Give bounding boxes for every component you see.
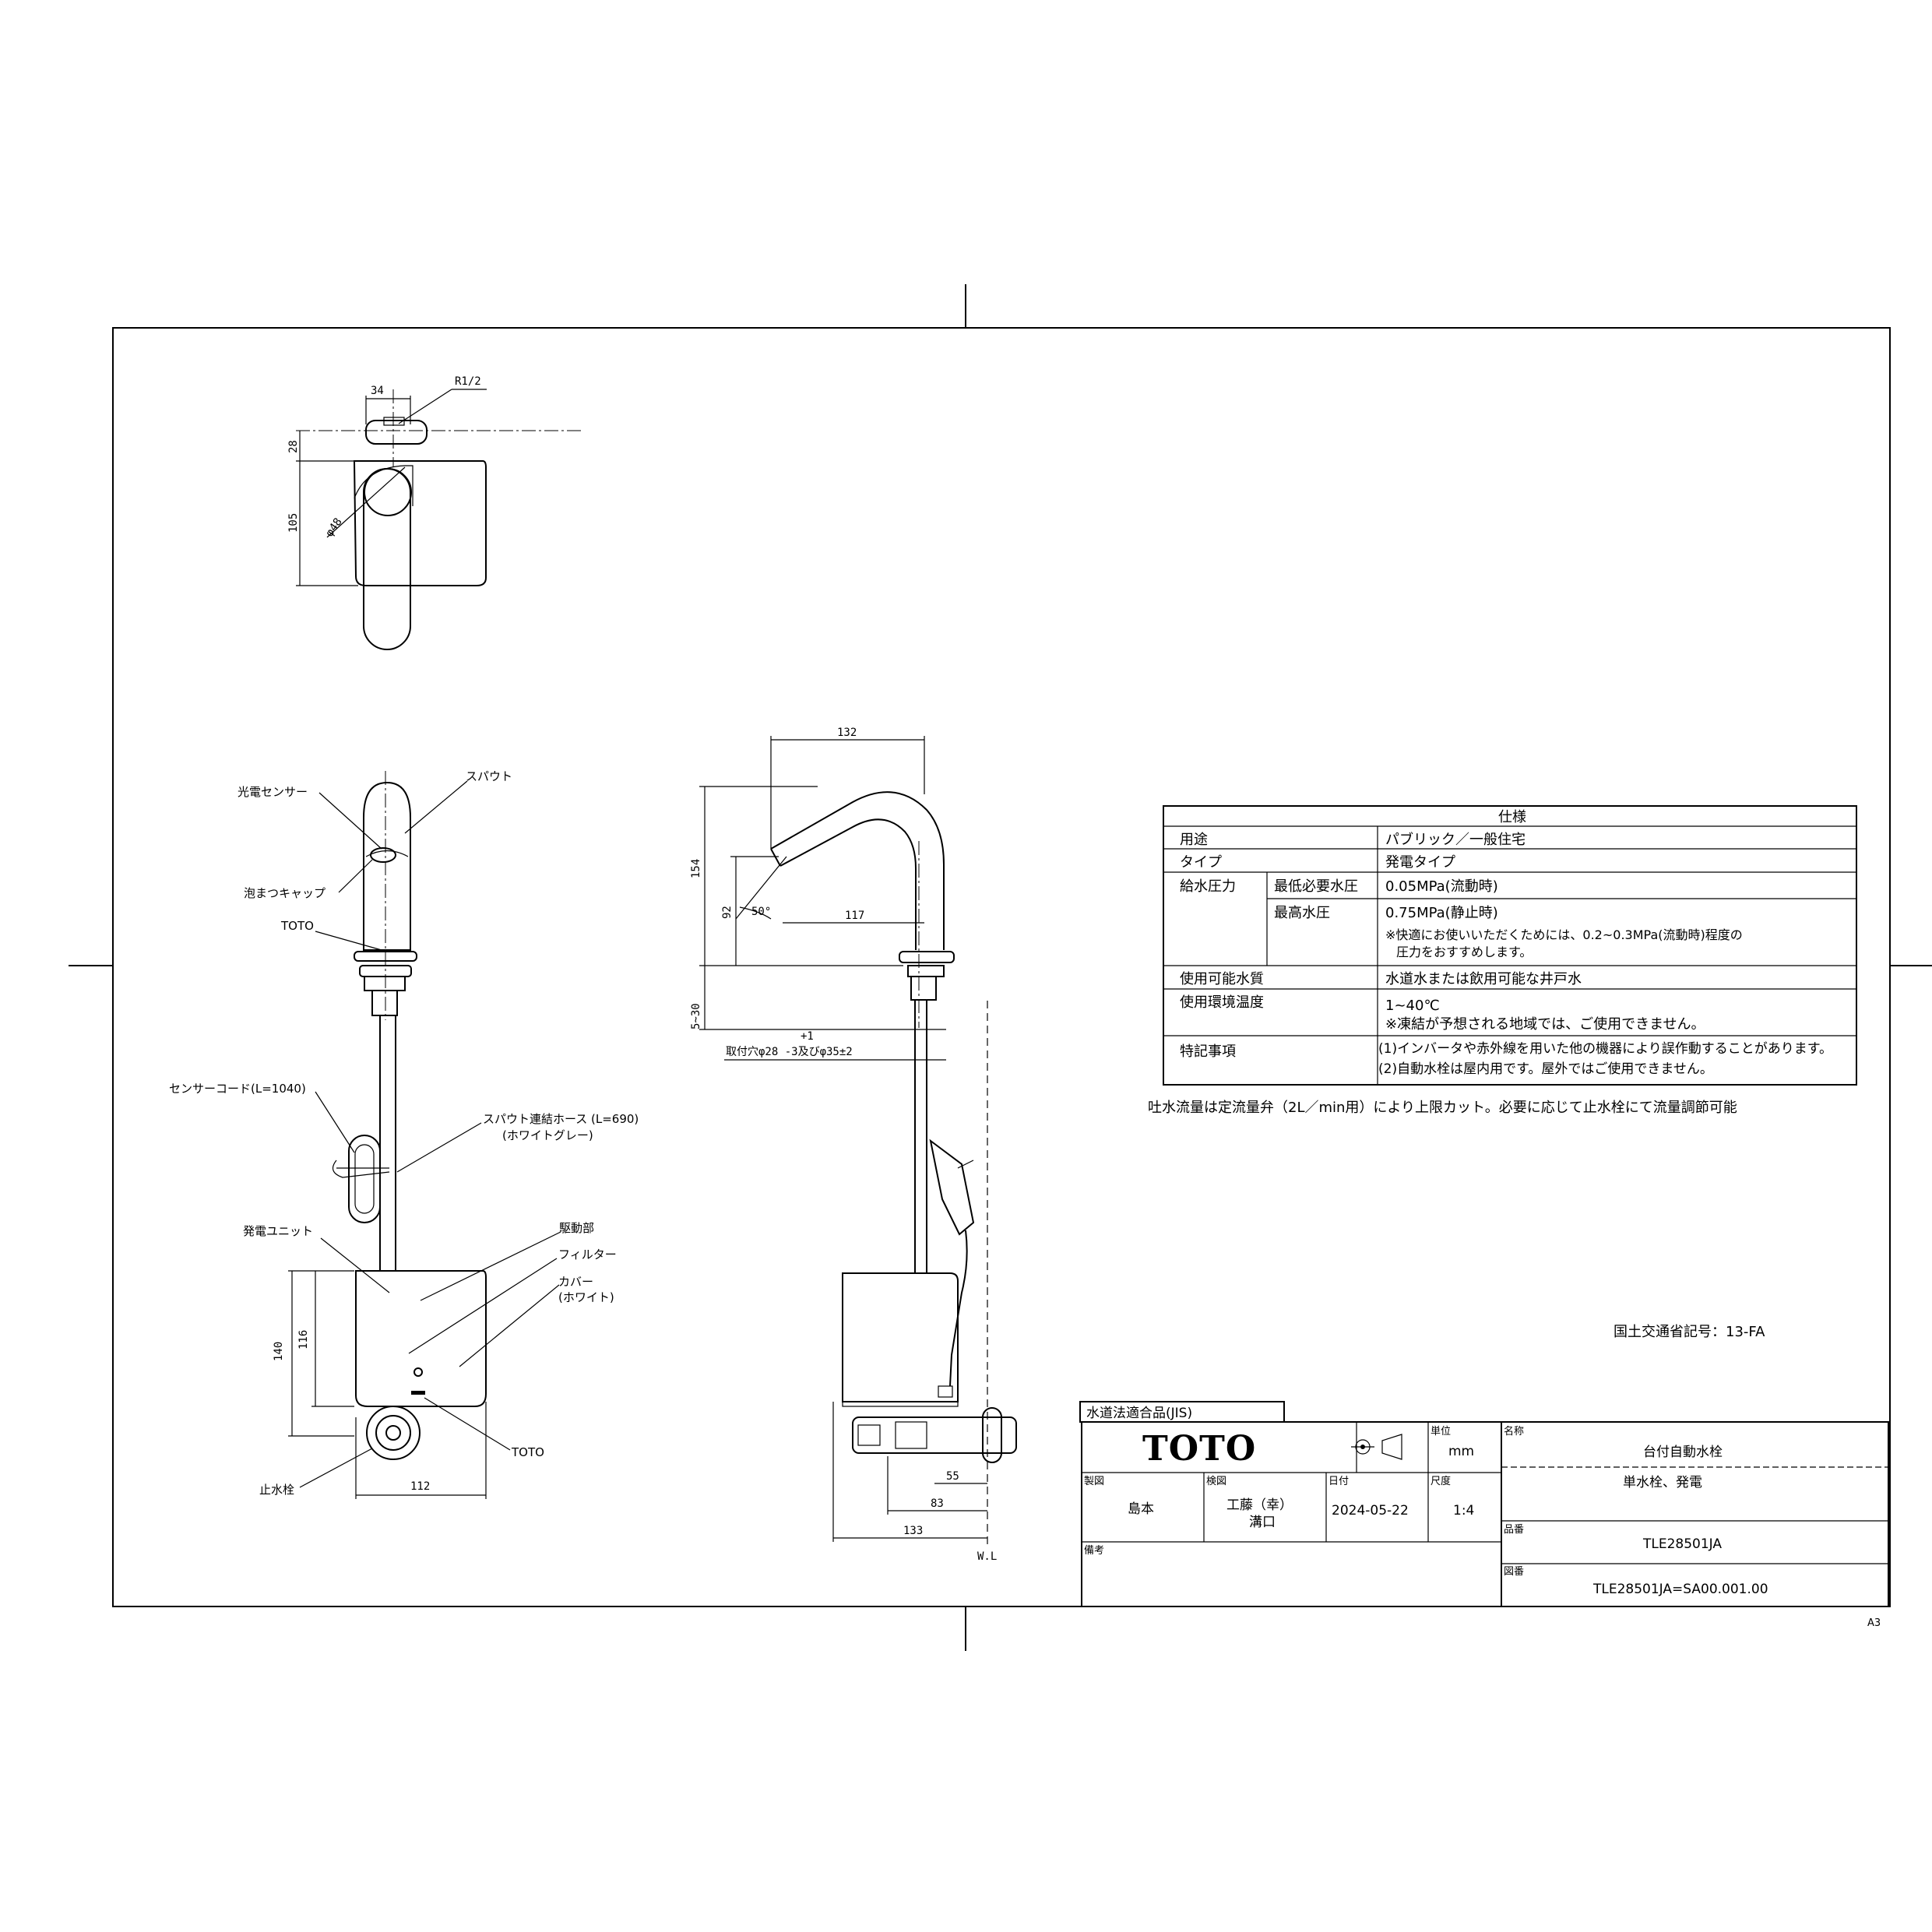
dim-50deg: 50° <box>751 906 771 918</box>
flow-note: 吐水流量は定流量弁（2L／min用）により上限カット。必要に応じて止水栓にて流量… <box>1148 1100 1737 1116</box>
dim-140: 140 <box>273 1342 285 1361</box>
label-generator: 発電ユニット <box>243 1224 313 1238</box>
spec-type-value: 発電タイプ <box>1385 854 1455 871</box>
paper-size: A3 <box>1867 1617 1881 1629</box>
dim-132: 132 <box>837 727 857 739</box>
name-label: 名称 <box>1504 1425 1524 1438</box>
part-number: TLE28501JA <box>1642 1536 1722 1552</box>
dim-55: 55 <box>946 1470 959 1483</box>
dim-5-30: 5~30 <box>690 1003 702 1029</box>
scale-label: 尺度 <box>1431 1475 1451 1487</box>
label-cover: カバー <box>558 1275 593 1289</box>
label-sensor-cord: センサーコード(L=1040) <box>169 1082 306 1096</box>
label-hose-color: (ホワイトグレー) <box>502 1128 593 1142</box>
wl-label: W.L <box>977 1550 997 1563</box>
spec-max-value: 0.75MPa(静止時) <box>1385 905 1498 921</box>
product-subname: 単水栓、発電 <box>1623 1475 1702 1490</box>
dim-117: 117 <box>845 910 864 922</box>
drawing-number-label: 図番 <box>1504 1566 1524 1578</box>
checked-label: 検図 <box>1206 1476 1226 1487</box>
dim-105: 105 <box>287 513 300 533</box>
date-value: 2024-05-22 <box>1332 1503 1409 1519</box>
spec-type-label: タイプ <box>1180 854 1222 871</box>
dim-28: 28 <box>287 440 300 453</box>
projection-symbol-icon <box>1351 1434 1402 1460</box>
label-filter: フィルター <box>558 1248 617 1262</box>
checked-value1: 工藤（幸） <box>1226 1497 1293 1513</box>
label-toto-mark: TOTO <box>280 919 314 933</box>
spec-note1: (1)インバータや赤外線を用いた他の機器により誤作動することがあります。 <box>1378 1041 1832 1057</box>
label-toto-mark2: TOTO <box>511 1445 544 1459</box>
drawing-number: TLE28501JA=SA00.001.00 <box>1592 1582 1768 1597</box>
spec-max-note1: ※快適にお使いいただくためには、0.2~0.3MPa(流動時)程度の <box>1385 927 1743 942</box>
spec-min-label: 最低必要水圧 <box>1274 878 1358 895</box>
date-label: 日付 <box>1328 1476 1349 1487</box>
dim-phi48: φ48 <box>323 516 345 539</box>
top-view: 34 R1/2 28 105 φ48 <box>287 375 584 650</box>
spec-temp-note: ※凍結が予想される地域では、ご使用できません。 <box>1385 1016 1705 1033</box>
spec-water-label: 使用可能水質 <box>1180 971 1264 987</box>
dim-116: 116 <box>297 1330 310 1350</box>
label-stop-valve: 止水栓 <box>259 1483 294 1497</box>
spec-temp-value: 1~40℃ <box>1385 998 1440 1014</box>
dim-154: 154 <box>690 859 702 878</box>
product-name: 台付自動水栓 <box>1643 1445 1723 1460</box>
drawn-value: 島本 <box>1128 1501 1154 1517</box>
spec-min-value: 0.05MPa(流動時) <box>1385 878 1498 895</box>
dim-92: 92 <box>721 906 734 919</box>
spec-table: 仕様 用途 パブリック／一般住宅 タイプ 発電タイプ 給水圧力 最低必要水圧 0… <box>1148 805 1857 1340</box>
dim-112: 112 <box>410 1480 430 1493</box>
unit-value: mm <box>1448 1444 1474 1459</box>
dim-34: 34 <box>371 385 384 397</box>
scale-value: 1:4 <box>1453 1503 1474 1519</box>
dim-133: 133 <box>903 1525 923 1537</box>
dim-tolerance: +1 <box>801 1030 814 1043</box>
label-aerator: 泡まつキャップ <box>244 886 326 900</box>
dim-83: 83 <box>931 1497 944 1510</box>
label-hose: スパウト連結ホース (L=690) <box>483 1112 639 1126</box>
spec-max-label: 最高水圧 <box>1274 905 1330 921</box>
toto-logo: TOTO <box>1142 1429 1256 1469</box>
dim-r12: R1/2 <box>455 375 481 388</box>
drawing-frame <box>69 284 1932 1651</box>
spec-title: 仕様 <box>1498 809 1526 825</box>
mlit-code: 国土交通省記号：13-FA <box>1614 1324 1765 1340</box>
spec-notes-label: 特記事項 <box>1180 1043 1236 1060</box>
unit-label: 単位 <box>1431 1425 1451 1438</box>
label-sensor: 光電センサー <box>238 785 308 799</box>
part-label: 品番 <box>1504 1524 1524 1536</box>
label-spout: スパウト <box>466 769 512 783</box>
label-cover-color: (ホワイト) <box>558 1290 614 1304</box>
dim-mount-hole: 取付穴φ28 -3及びφ35±2 <box>726 1046 853 1058</box>
spec-temp-label: 使用環境温度 <box>1180 994 1264 1011</box>
spec-usage-value: パブリック／一般住宅 <box>1385 831 1526 848</box>
label-drive: 駆動部 <box>559 1221 594 1235</box>
drawn-label: 製図 <box>1084 1476 1104 1487</box>
jis-label: 水道法適合品(JIS) <box>1086 1406 1192 1421</box>
checked-value2: 溝口 <box>1249 1515 1276 1530</box>
spec-water-value: 水道水または飲用可能な井戸水 <box>1385 971 1582 987</box>
spec-pressure-label: 給水圧力 <box>1180 878 1236 895</box>
spec-note2: (2)自動水栓は屋内用です。屋外ではご使用できません。 <box>1378 1061 1713 1077</box>
title-block: 水道法適合品(JIS) TOTO 単位 mm 名称 台付自動水栓 単水栓、発電 … <box>1079 1401 1889 1629</box>
side-view: 132 154 92 50° 117 5~30 +1 取付穴φ28 -3及びφ3… <box>690 727 1017 1563</box>
spec-usage-label: 用途 <box>1180 832 1208 848</box>
front-view: 光電センサー スパウト 泡まつキャップ TOTO センサーコード(L=1040)… <box>169 769 639 1499</box>
spec-max-note2: 圧力をおすすめします。 <box>1396 945 1532 959</box>
remarks-label: 備考 <box>1084 1544 1104 1557</box>
